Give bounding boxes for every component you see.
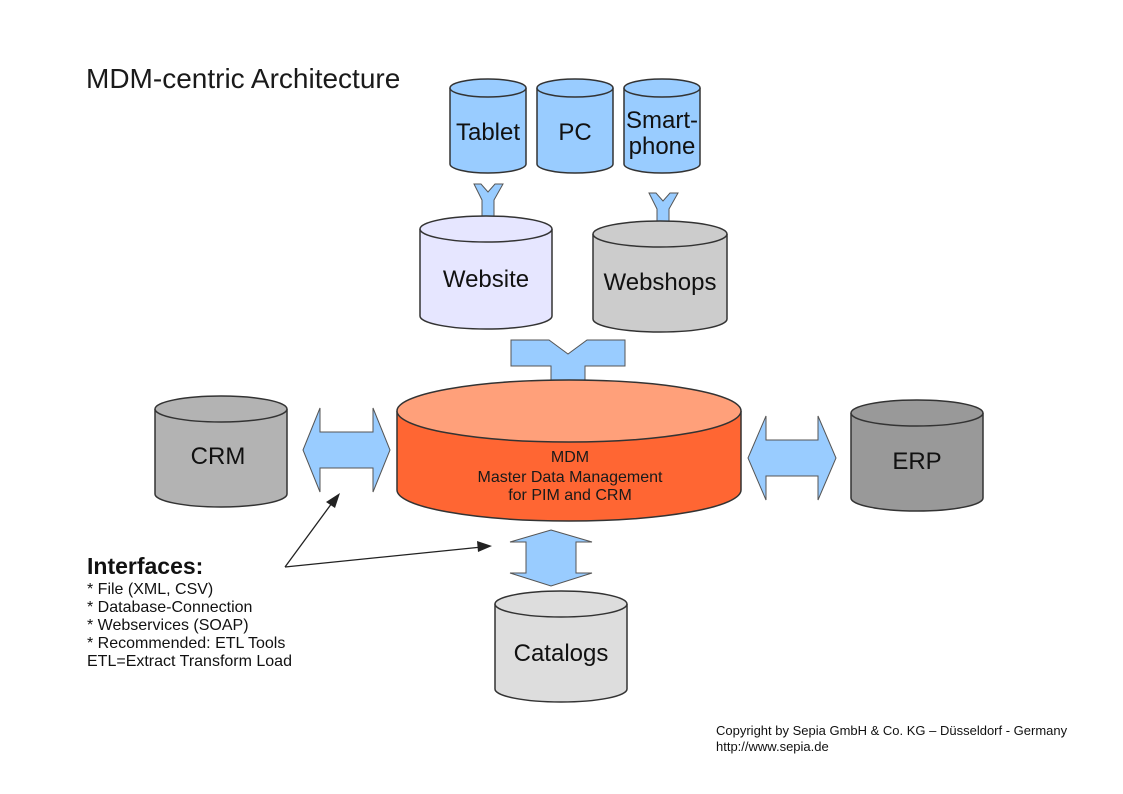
catalogs-cylinder: Catalogs — [494, 590, 628, 703]
smartphone-label-line1: Smart- — [626, 107, 698, 134]
mdm-cylinder: MDM Master Data Management for PIM and C… — [396, 379, 742, 522]
interfaces-item-webservices: * Webservices (SOAP) — [87, 617, 249, 634]
mdm-channels-arrow — [510, 339, 626, 399]
website-cylinder: Website — [419, 215, 553, 330]
interfaces-item-etl-tools: * Recommended: ETL Tools — [87, 635, 285, 652]
crm-label: CRM — [191, 443, 246, 470]
interfaces-pointer-lines — [284, 502, 483, 568]
copyright-block: Copyright by Sepia GmbH & Co. KG – Düsse… — [716, 723, 1068, 754]
tablet-label: Tablet — [456, 119, 520, 146]
copyright-text: Copyright by Sepia GmbH & Co. KG – Düsse… — [716, 723, 1068, 738]
mdm-label-line1: MDM — [551, 449, 589, 466]
website-devices-arrow — [473, 183, 504, 223]
tablet-cylinder: Tablet — [449, 78, 527, 174]
interfaces-etl-definition: ETL=Extract Transform Load — [87, 653, 292, 670]
website-label: Website — [443, 266, 529, 293]
crm-mdm-arrow — [302, 407, 391, 493]
catalogs-label: Catalogs — [514, 640, 609, 667]
mdm-catalogs-arrow — [509, 529, 593, 587]
interfaces-block: Interfaces: * File (XML, CSV) * Database… — [87, 553, 292, 670]
webshops-cylinder: Webshops — [592, 220, 728, 333]
smartphone-label-line2: phone — [629, 133, 696, 160]
mdm-label-line3: for PIM and CRM — [508, 487, 632, 504]
interfaces-pointer-heads — [326, 493, 492, 552]
interfaces-heading: Interfaces: — [87, 553, 203, 579]
erp-cylinder: ERP — [850, 399, 984, 512]
mdm-label-line2: Master Data Management — [478, 469, 664, 486]
pc-cylinder: PC — [536, 78, 614, 174]
pc-label: PC — [558, 119, 591, 146]
crm-cylinder: CRM — [154, 395, 288, 508]
interfaces-item-database: * Database-Connection — [87, 599, 252, 616]
mdm-erp-arrow — [747, 415, 837, 501]
interfaces-item-file: * File (XML, CSV) — [87, 581, 213, 598]
erp-label: ERP — [892, 448, 941, 475]
copyright-url: http://www.sepia.de — [716, 739, 829, 754]
smartphone-cylinder: Smart- phone — [623, 78, 701, 174]
diagram-title: MDM-centric Architecture — [86, 63, 400, 94]
webshops-devices-arrow — [648, 192, 679, 232]
webshops-label: Webshops — [604, 269, 717, 296]
